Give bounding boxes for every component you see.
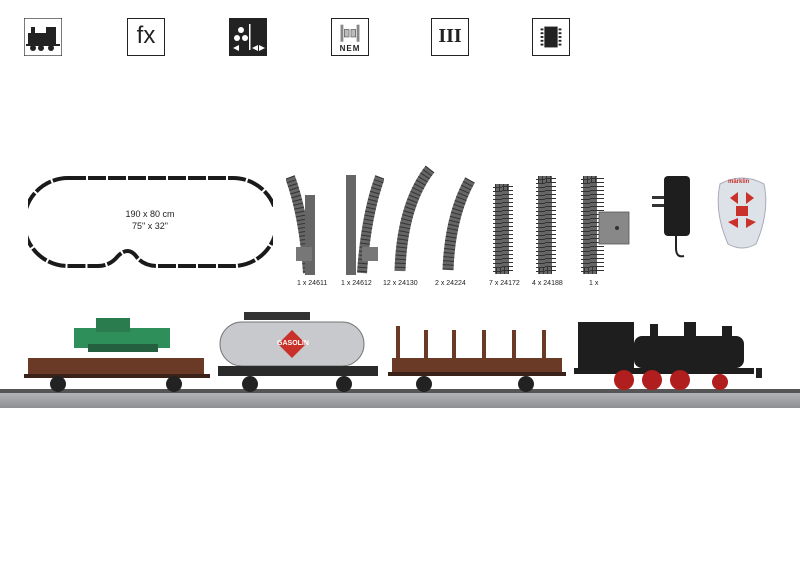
remote-control: [717, 177, 767, 249]
epoch-label: III: [438, 25, 462, 47]
track-feeder: [581, 176, 630, 274]
low-side-wagon: [24, 318, 210, 392]
power-adapter: [652, 176, 690, 258]
track-straight-medium: [536, 176, 556, 274]
item-label: 1 x 24612: [341, 280, 372, 287]
layout-size-cm: 190 x 80 cm: [125, 209, 175, 219]
tank-car-label: GASOLIN: [277, 340, 309, 347]
item-label: 7 x 24172: [489, 280, 520, 287]
steam-locomotive-icon: [24, 18, 62, 56]
decoder-chip-icon: [532, 18, 570, 56]
nem-label: NEM: [339, 44, 361, 53]
steam-locomotive: [574, 322, 762, 390]
track-straight-short: [493, 184, 513, 274]
track-switch-right: [346, 175, 384, 275]
track-curve-large: [394, 165, 435, 272]
fx-label: fx: [136, 22, 156, 49]
ballast-bed: [0, 392, 800, 408]
rail-line: [0, 389, 800, 393]
track-curve-small: [442, 177, 475, 271]
item-label: 2 x 24224: [435, 280, 466, 287]
remote-brand: märklin: [728, 179, 750, 185]
track-layout-diagram: [28, 176, 273, 268]
epoch-icon: III: [431, 18, 469, 56]
stake-wagon: [388, 326, 566, 392]
layout-size-in: 75" x 32": [132, 221, 168, 231]
nem-coupler-icon: NEM: [331, 18, 369, 56]
item-label: 1 x 24611: [297, 280, 328, 287]
lights-icon: [229, 18, 267, 56]
track-switch-left: [286, 175, 315, 275]
fx-icon: fx: [127, 18, 165, 56]
item-label: 1 x: [589, 280, 599, 287]
item-label: 12 x 24130: [383, 280, 418, 287]
item-label: 4 x 24188: [532, 280, 563, 287]
train-consist: [24, 312, 762, 392]
tank-wagon: [218, 312, 378, 392]
